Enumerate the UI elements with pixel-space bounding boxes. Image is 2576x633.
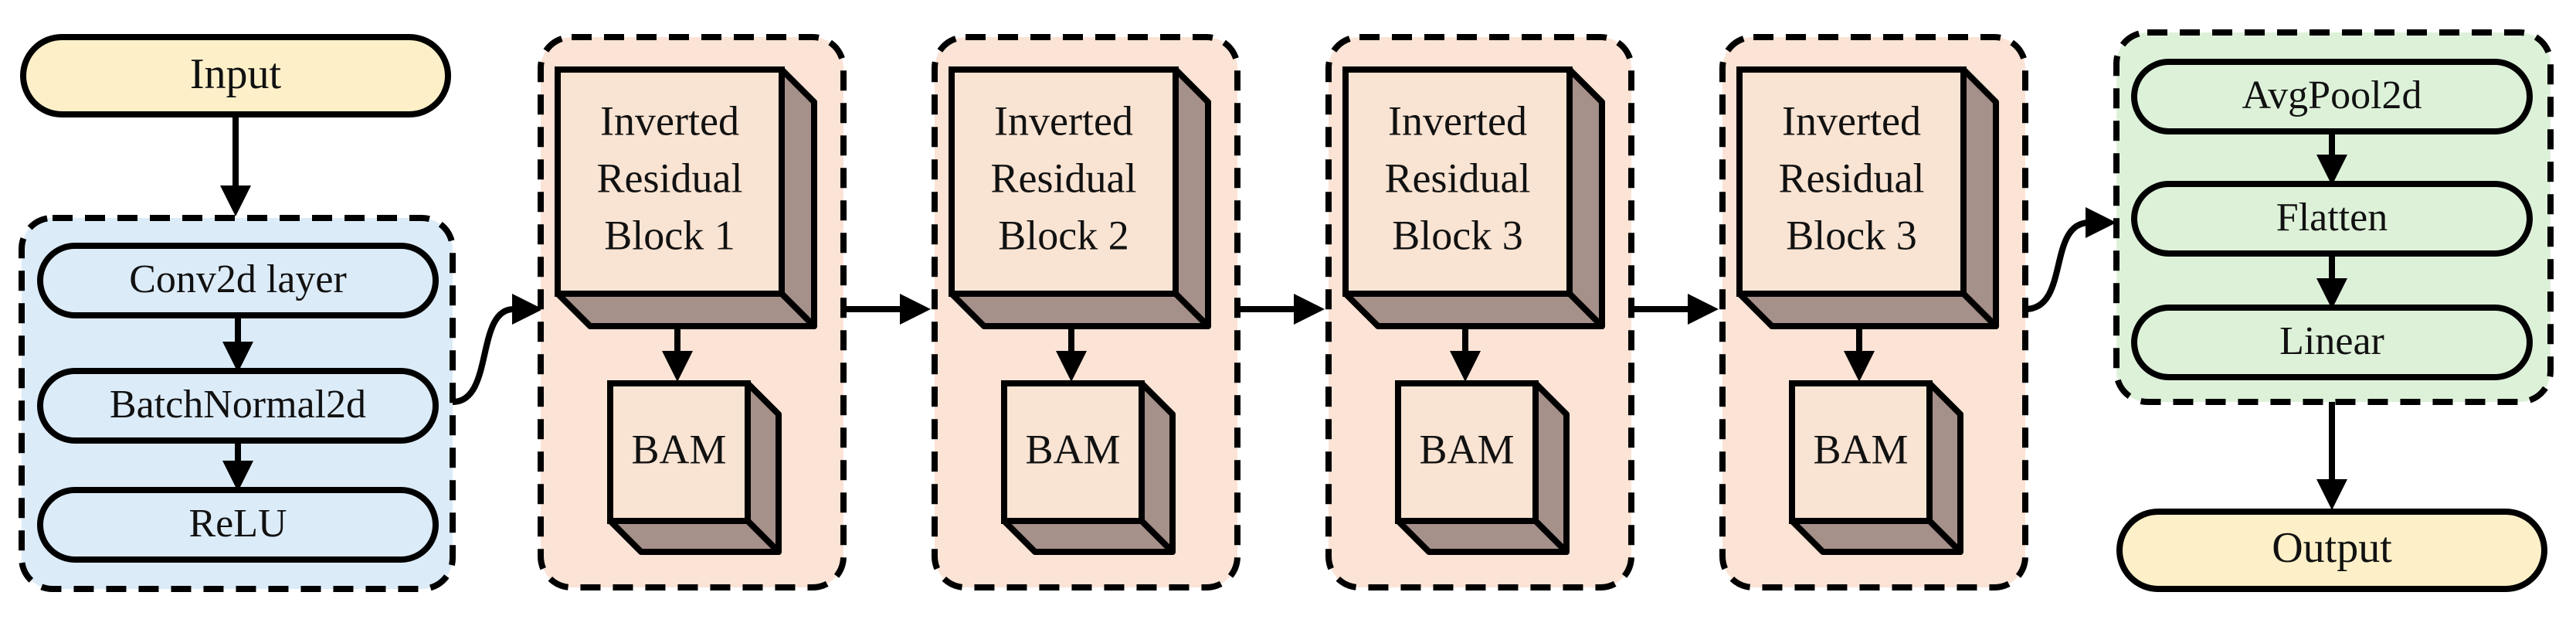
bam-label: BAM [1025, 426, 1120, 472]
head-layer-label: AvgPool2d [2242, 73, 2422, 117]
bam-cube: BAM [1395, 380, 1570, 555]
block-title-line: Inverted [600, 97, 739, 144]
block-title-line: Block 3 [1392, 212, 1523, 258]
bam-label: BAM [1813, 426, 1908, 472]
bam-cube: BAM [1001, 380, 1176, 555]
stem-layer-label: ReLU [188, 502, 287, 546]
stem-layer-label: Conv2d layer [129, 257, 347, 301]
input-label: Input [190, 50, 282, 98]
stem-group: Conv2d layer BatchNormal2d ReLU [19, 215, 456, 592]
block-title-line: Block 1 [604, 212, 735, 258]
head-layer-label: Linear [2279, 319, 2384, 363]
stem-layer-batchnorm: BatchNormal2d [37, 368, 439, 444]
head-layer-label: Flatten [2276, 196, 2388, 240]
block-title-line: Block 3 [1786, 212, 1917, 258]
input-node: Input [20, 34, 451, 117]
output-node: Output [2116, 509, 2547, 592]
head-layer-avgpool: AvgPool2d [2131, 59, 2533, 134]
block-title-line: Inverted [1388, 97, 1527, 144]
output-label: Output [2272, 524, 2392, 572]
bam-label: BAM [631, 426, 726, 472]
stem-layer-label: BatchNormal2d [110, 383, 366, 427]
bam-cube: BAM [1789, 380, 1963, 555]
stem-layer-relu: ReLU [37, 487, 439, 563]
head-layer-flatten: Flatten [2131, 181, 2533, 257]
head-layer-linear: Linear [2131, 305, 2533, 380]
bam-cube: BAM [607, 380, 782, 555]
block-title-line: Residual [1385, 155, 1531, 201]
head-group: AvgPool2d Flatten Linear [2113, 29, 2554, 405]
arrow-stem-to-block-1 [452, 294, 543, 405]
block-title-line: Inverted [1782, 97, 1921, 144]
arrow-block-4-to-head [2024, 207, 2116, 312]
block-title-line: Block 2 [998, 212, 1129, 258]
block-title-line: Inverted [994, 97, 1133, 144]
stem-layer-conv2d: Conv2d layer [37, 243, 439, 318]
block-title-line: Residual [991, 155, 1137, 201]
block-title-line: Residual [1779, 155, 1925, 201]
block-title-line: Residual [597, 155, 743, 201]
bam-label: BAM [1419, 426, 1514, 472]
